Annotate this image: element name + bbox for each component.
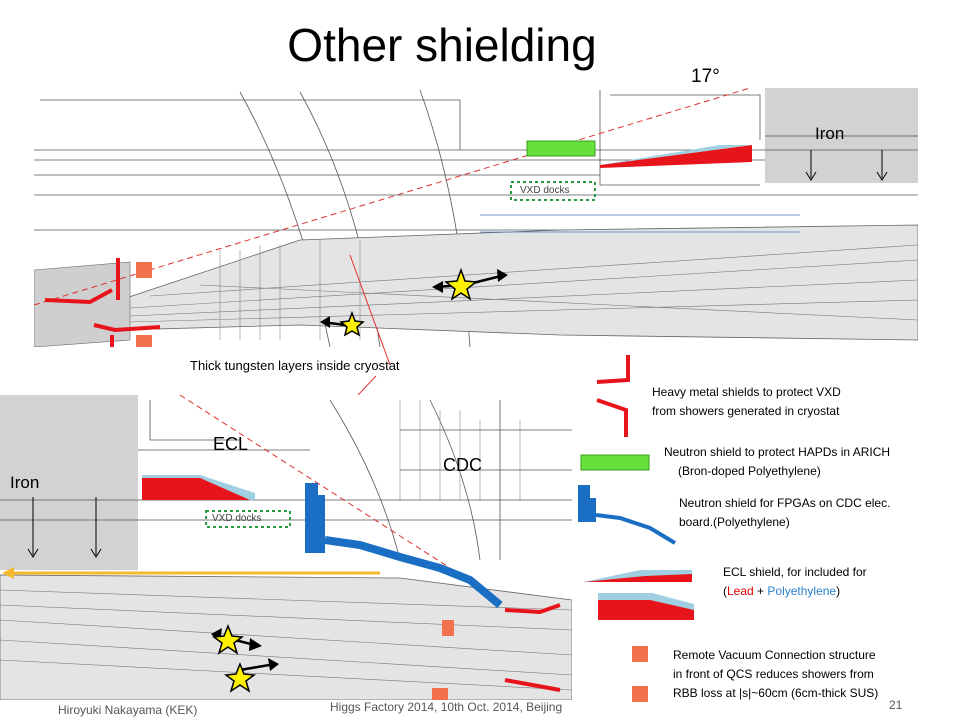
legend-ecl-swatch-2: [598, 597, 694, 620]
legend-remote-vacuum-line: in front of QCS reduces showers from: [673, 667, 874, 681]
legend-green-swatch: [580, 454, 650, 471]
footer-page-number: 21: [889, 698, 903, 712]
top-star-small: [339, 310, 365, 337]
top-cad-drawing: [34, 88, 918, 347]
legend-heavy-metal-swatch-1: [596, 355, 630, 384]
bottom-iron-label: Iron: [10, 473, 40, 492]
angle-label: 17°: [691, 66, 720, 87]
legend-ecl-shield-line2: (Lead + Polyethylene): [723, 582, 867, 601]
legend-ecl-open-paren: (: [723, 584, 727, 598]
legend-plus: +: [753, 584, 768, 598]
ecl-label: ECL: [213, 434, 249, 454]
top-vxd-docks-box: [510, 181, 596, 201]
top-green-neutron-shield: [526, 140, 596, 157]
legend-remote-vacuum-line: Remote Vacuum Connection structure: [673, 648, 876, 662]
legend-heavy-metal-line: from showers generated in cryostat: [652, 404, 840, 418]
top-orange-block: [136, 262, 152, 278]
top-vxd-docks-label: VXD docks: [520, 185, 570, 196]
top-red-heavy-metal-shield: [44, 288, 113, 305]
legend-neutron-arich-line: (Bron-doped Polyethylene): [678, 464, 821, 478]
footer-author: Hiroyuki Nakayama (KEK): [58, 703, 198, 717]
legend-ecl-shield-text: ECL shield, for included for (Lead + Pol…: [723, 563, 867, 601]
legend-ecl-shield-line1: ECL shield, for included for: [723, 565, 867, 579]
bottom-blue-neutron-shield: [305, 483, 325, 553]
legend-lead-word: Lead: [727, 584, 754, 598]
legend-ecl-close-paren: ): [836, 584, 841, 598]
legend-neutron-fpga-text: Neutron shield for FPGAs on CDC elec. bo…: [679, 494, 890, 532]
top-star-large: [444, 267, 478, 301]
bottom-vxd-docks-box: [205, 510, 291, 528]
legend-heavy-metal-swatch-2: [596, 398, 628, 437]
bottom-cad-drawing: [0, 395, 572, 700]
legend-heavy-metal-text: Heavy metal shields to protect VXD from …: [652, 383, 841, 421]
legend-orange-swatch-2: [632, 686, 648, 702]
bottom-vxd-docks-label: VXD docks: [212, 513, 262, 524]
legend-blue-swatch: [578, 485, 596, 522]
legend-neutron-fpga-line: board.(Polyethylene): [679, 515, 790, 529]
legend-neutron-fpga-line: Neutron shield for FPGAs on CDC elec.: [679, 496, 891, 510]
tungsten-caption: Thick tungsten layers inside cryostat: [190, 358, 400, 373]
legend-swatches: [578, 355, 694, 702]
bottom-star-lower: [224, 661, 256, 693]
footer-event: Higgs Factory 2014, 10th Oct. 2014, Beij…: [330, 700, 563, 714]
bottom-iron-region: [0, 395, 138, 570]
legend-neutron-arich-line: Neutron shield to protect HAPDs in ARICH: [664, 445, 891, 459]
slide-title: Other shielding: [287, 19, 597, 71]
legend-remote-vacuum-line: RBB loss at |s|~60cm (6cm-thick SUS): [673, 686, 879, 700]
legend-remote-vacuum-text: Remote Vacuum Connection structure in fr…: [673, 646, 878, 703]
cdc-label: CDC: [443, 455, 482, 475]
top-iron-label: Iron: [815, 124, 845, 143]
top-ecl-lead-shield: [600, 145, 752, 168]
bottom-ecl-lead-shield: [142, 475, 250, 500]
legend-neutron-arich-text: Neutron shield to protect HAPDs in ARICH…: [664, 443, 890, 481]
legend-polyethylene-word: Polyethylene: [767, 584, 837, 598]
legend-heavy-metal-line: Heavy metal shields to protect VXD: [652, 385, 841, 399]
bottom-star-upper: [212, 623, 244, 655]
legend-orange-swatch-1: [632, 646, 648, 662]
